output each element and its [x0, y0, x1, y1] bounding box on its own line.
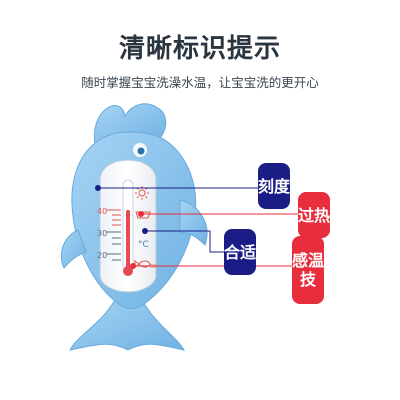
- scale-label-20: 20: [97, 251, 107, 260]
- scale-label-40: 40: [97, 207, 107, 216]
- thermometer-bulb: [123, 266, 133, 276]
- tag-scale: 刻度: [258, 163, 290, 209]
- thermometer-mercury: [126, 210, 130, 268]
- small-mark-label: 60: [150, 264, 156, 270]
- celsius-symbol: °C: [138, 240, 149, 250]
- callout-overheat: [138, 211, 298, 217]
- bath-tub-icon: [135, 211, 151, 219]
- callout-scale: [95, 185, 258, 191]
- callout-suitable: [142, 228, 224, 253]
- scale-label-30: 30: [97, 229, 107, 238]
- page-subtitle: 随时掌握宝宝洗澡水温，让宝宝洗的更开心: [81, 75, 319, 90]
- tag-sensor: 感温技: [292, 236, 324, 304]
- page-title: 清晰标识提示: [118, 34, 281, 64]
- tag-suitable: 合适: [224, 229, 256, 275]
- sun-icon: [135, 186, 149, 200]
- scale-ticks: [106, 209, 121, 261]
- callout-sensor: [130, 263, 292, 269]
- tag-overheat: 过热: [298, 192, 330, 238]
